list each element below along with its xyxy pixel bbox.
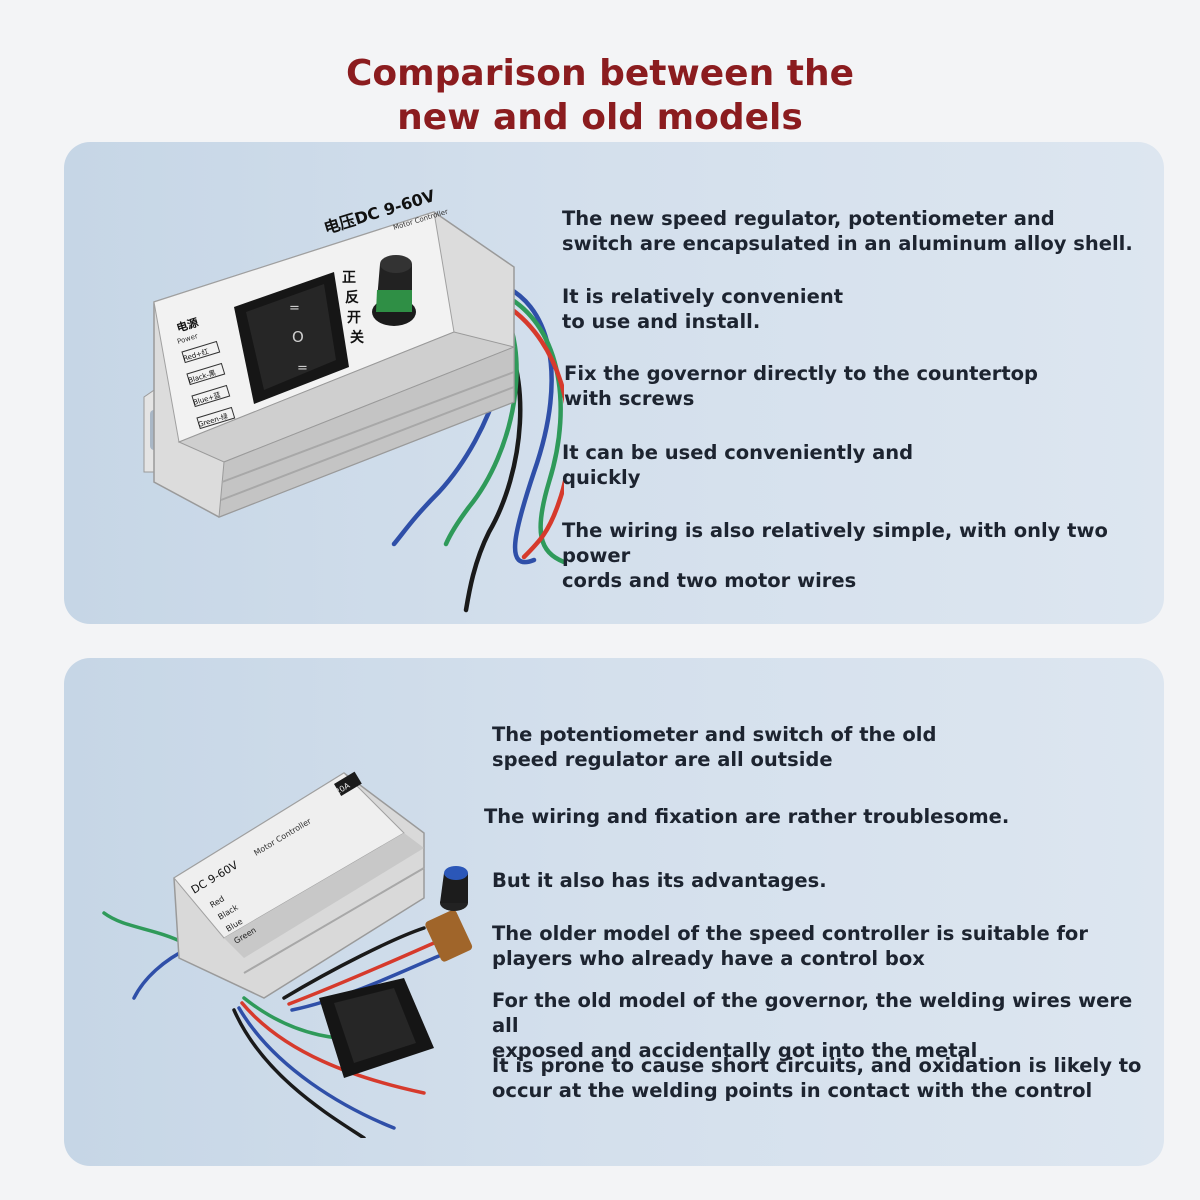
old-note-3: But it also has its advantages. <box>492 869 827 892</box>
page-title-line-1: Comparison between the <box>345 53 855 95</box>
old-controller-side <box>224 833 424 958</box>
old-wire-green-left <box>102 911 186 945</box>
old-wire-red <box>240 1001 426 1095</box>
old-note-1: The potentiometer and switch of the old … <box>492 723 937 771</box>
housing-groove-1 <box>221 371 515 483</box>
old-note-2: The wiring and fixation are rather troub… <box>484 805 1010 828</box>
potentiometer-knob <box>440 873 468 903</box>
old-controller-illustration: DC 9-60V Motor Controller 20A Red Black … <box>102 771 473 1140</box>
wire-label-group: Red+红 Black-黑 Blue+蓝 Green-绿 <box>181 340 236 430</box>
direction-label-2: 反 <box>345 289 359 306</box>
new-model-product-image: = O = 电压DC 9-60V Motor Controller 正 反 开 … <box>94 172 572 622</box>
pot-wire-2 <box>287 941 436 1006</box>
page-title-line-2: new and old models <box>397 97 803 139</box>
new-model-panel: = O = 电压DC 9-60V Motor Controller 正 反 开 … <box>64 142 1164 624</box>
page-title: Comparison between the new and old model… <box>0 52 1200 140</box>
new-note-4: It can be used conveniently and quickly <box>562 441 914 489</box>
pot-wire-1 <box>282 926 426 1000</box>
old-model-product-image: DC 9-60V Motor Controller 20A Red Black … <box>94 698 514 1140</box>
rocker-mark-middle: O <box>292 328 304 346</box>
direction-label-1: 正 <box>342 270 356 286</box>
controller-bottom <box>218 346 515 518</box>
new-note-5: The wiring is also relatively simple, wi… <box>562 519 1108 592</box>
direction-label-3: 开 <box>347 310 361 326</box>
potentiometer-knob-top <box>444 866 468 880</box>
wire-green <box>499 291 567 565</box>
old-model-panel: DC 9-60V Motor Controller 20A Red Black … <box>64 658 1164 1166</box>
direction-label-4: 关 <box>350 329 364 346</box>
external-rocker-face <box>334 988 416 1063</box>
rocker-mark-top: = <box>289 301 300 316</box>
rocker-switch-face <box>246 284 336 390</box>
old-current-badge <box>334 771 362 797</box>
new-note-1: The new speed regulator, potentiometer a… <box>562 207 1133 255</box>
wire-label-box-blue <box>191 384 231 408</box>
wire-label-box-green <box>196 406 236 430</box>
old-wire-black <box>232 1008 366 1140</box>
housing-groove-2 <box>220 386 515 501</box>
new-note-2: It is relatively convenient to use and i… <box>562 285 844 333</box>
knob-green-band <box>376 290 412 312</box>
old-note-6: It is prone to cause short circuits, and… <box>492 1054 1142 1102</box>
pot-wire-3 <box>290 954 441 1012</box>
knob-top <box>380 255 412 273</box>
power-label: 电源 <box>175 315 200 335</box>
old-wire-blue <box>237 1006 396 1130</box>
old-housing-groove <box>243 867 425 974</box>
rocker-mark-bottom: = <box>297 361 308 376</box>
potentiometer-board <box>425 909 473 962</box>
wire-blue <box>496 281 554 565</box>
old-note-4: The older model of the speed controller … <box>492 922 1088 970</box>
wire-label-box-black <box>186 362 226 386</box>
new-controller-illustration: = O = 电压DC 9-60V Motor Controller 正 反 开 … <box>143 186 572 613</box>
old-controller-wires <box>102 911 441 1140</box>
old-note-5: For the old model of the governor, the w… <box>492 989 1133 1062</box>
new-note-3: Fix the governor directly to the counter… <box>564 362 1039 410</box>
wire-label-box-red <box>181 340 221 364</box>
